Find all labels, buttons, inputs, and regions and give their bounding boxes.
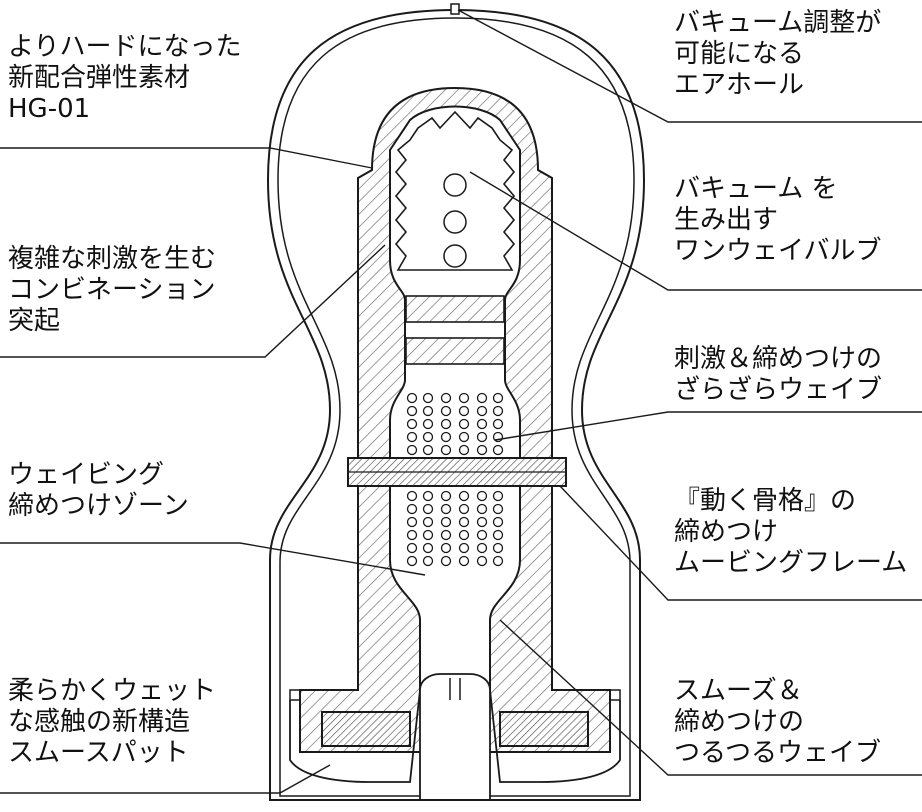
bump-dot (440, 529, 452, 541)
air-hole (450, 3, 460, 15)
bump-dot (422, 542, 434, 554)
leader-frame (559, 485, 922, 601)
bump-dot (458, 392, 470, 404)
bump-dot (440, 418, 452, 430)
bump-dot (476, 529, 488, 541)
bump-dot (406, 392, 418, 404)
bump-dot (422, 431, 434, 443)
bump-dot (476, 542, 488, 554)
bump-dot (458, 405, 470, 417)
valve-hole (443, 244, 467, 268)
leader-waving (0, 542, 426, 576)
bump-dot (406, 516, 418, 528)
center-stem (419, 673, 491, 800)
bump-dot (440, 405, 452, 417)
label-frame: 『動く骨格』の 締めつけ ムービングフレーム (674, 486, 908, 578)
bump-dot (406, 529, 418, 541)
bump-dot (492, 516, 504, 528)
bump-dot (458, 542, 470, 554)
bump-dot (440, 516, 452, 528)
bump-dot (492, 444, 504, 456)
label-hg01: よりハードになった 新配合弾性素材 HG-01 (8, 32, 242, 124)
label-smoothpad: 柔らかくウェット な感触の新構造 スムースパット (8, 676, 217, 768)
bump-dot (422, 503, 434, 515)
bump-dot (458, 529, 470, 541)
leader-rough (494, 411, 922, 441)
bump-dot (440, 503, 452, 515)
label-rough: 刺激＆締めつけの ざらざらウェイブ (674, 344, 883, 405)
bump-dot (406, 542, 418, 554)
bump-dot (406, 431, 418, 443)
bump-dot (458, 555, 470, 567)
leader-smoothpad (0, 764, 331, 794)
bump-dot (492, 503, 504, 515)
smooth-pad-left (321, 711, 411, 747)
label-waving: ウェイビング 締めつけゾーン (8, 460, 189, 521)
rib (405, 295, 505, 323)
bump-dot (492, 529, 504, 541)
leader-airhole (457, 9, 922, 123)
leader-bumps (0, 244, 386, 358)
label-bumps: 複雑な刺激を生む コンビネーション 突起 (8, 244, 217, 336)
bump-dot (422, 490, 434, 502)
bump-dot (476, 392, 488, 404)
bump-dot (440, 542, 452, 554)
bump-dot (476, 405, 488, 417)
bump-dots-upper (406, 392, 504, 456)
bump-dot (406, 503, 418, 515)
rib (405, 337, 505, 365)
bump-dot (492, 490, 504, 502)
smooth-pad-right (499, 711, 589, 747)
bump-dot (406, 444, 418, 456)
bump-dot (422, 555, 434, 567)
bump-dots-lower (406, 490, 504, 567)
bump-dot (476, 490, 488, 502)
bump-dot (406, 405, 418, 417)
bump-dot (406, 418, 418, 430)
leader-hg01 (0, 147, 373, 169)
label-airhole: バキューム調整が 可能になる エアホール (674, 8, 882, 100)
bump-dot (492, 405, 504, 417)
bump-dot (492, 542, 504, 554)
bump-dot (422, 418, 434, 430)
label-valve: バキューム を 生み出す ワンウェイバルブ (674, 174, 882, 266)
bump-dot (406, 490, 418, 502)
bump-dot (422, 529, 434, 541)
bump-dot (476, 431, 488, 443)
valve-hole (443, 173, 467, 197)
bump-dot (440, 431, 452, 443)
bump-dot (458, 490, 470, 502)
leader-smoothwave (499, 619, 922, 776)
bump-dot (492, 392, 504, 404)
bump-dot (422, 444, 434, 456)
bump-dot (476, 555, 488, 567)
leader-valve (469, 171, 922, 291)
valve-hole (443, 210, 467, 234)
cap-step-right (610, 689, 621, 701)
bump-dot (440, 392, 452, 404)
bump-dot (492, 418, 504, 430)
bump-dot (440, 555, 452, 567)
bump-dot (440, 444, 452, 456)
label-smoothwave: スムーズ＆ 締めつけの つるつるウェイブ (674, 676, 881, 768)
bump-dot (458, 503, 470, 515)
bump-dot (422, 516, 434, 528)
bump-dot (476, 444, 488, 456)
bump-dot (476, 418, 488, 430)
bump-dot (458, 418, 470, 430)
bump-dot (458, 444, 470, 456)
leader-lines (0, 9, 922, 794)
cap-step-left (289, 689, 300, 701)
bump-dot (476, 503, 488, 515)
bump-dot (458, 516, 470, 528)
bump-dot (422, 405, 434, 417)
bump-dot (406, 555, 418, 567)
bump-dot (476, 516, 488, 528)
bump-dot (422, 392, 434, 404)
bump-dot (492, 555, 504, 567)
bump-dot (440, 490, 452, 502)
bump-dot (458, 431, 470, 443)
